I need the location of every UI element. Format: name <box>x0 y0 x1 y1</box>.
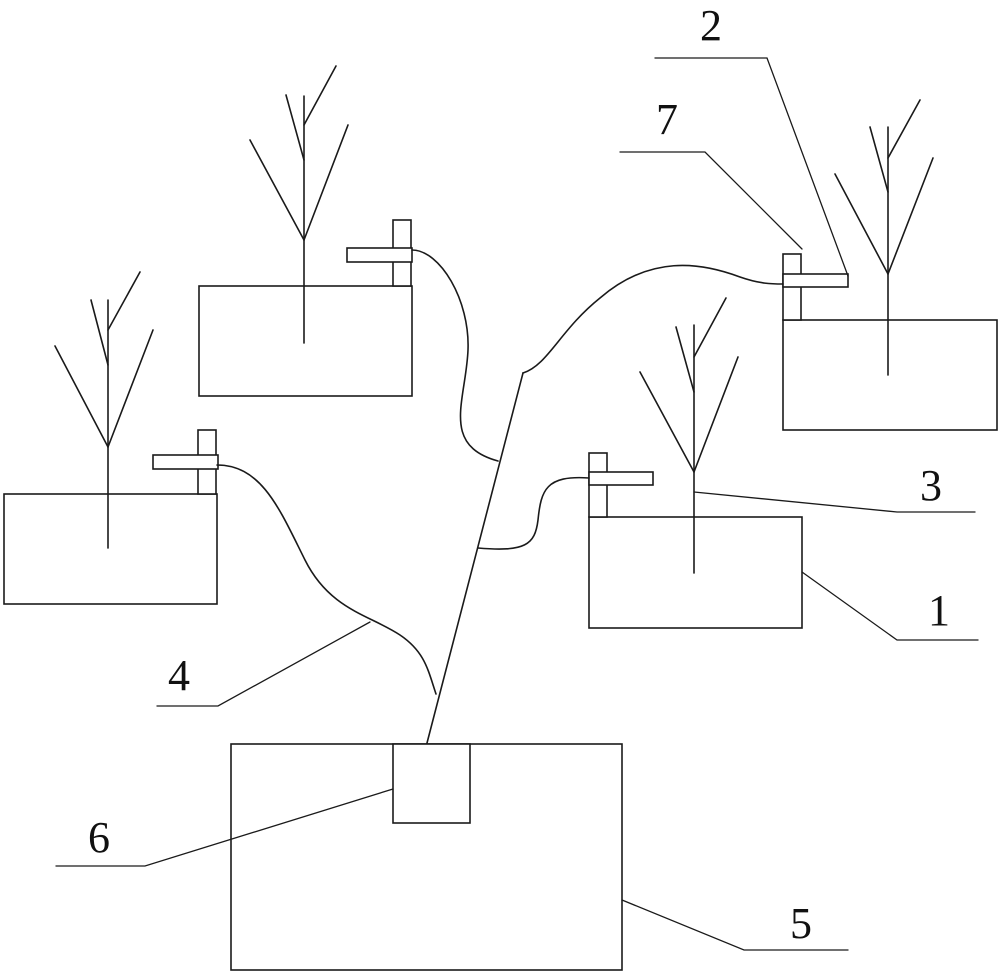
planter-pot-c <box>588 297 803 629</box>
planter-pot-b <box>3 271 219 605</box>
label-3: 3 <box>920 461 942 510</box>
plant-d <box>834 99 934 376</box>
sprinkler-head-c <box>588 452 654 518</box>
plant-a <box>249 65 349 344</box>
label-1: 1 <box>928 586 950 635</box>
planter-pot-d <box>782 99 998 431</box>
label-6: 6 <box>88 813 110 862</box>
leader-5 <box>621 899 849 951</box>
pump-unit <box>392 743 471 824</box>
pipe-network <box>216 249 784 744</box>
label-7: 7 <box>656 95 678 144</box>
leader-1 <box>801 571 979 641</box>
plant-b <box>54 271 154 549</box>
label-5: 5 <box>790 899 812 948</box>
plant-c <box>639 297 739 574</box>
leader-2 <box>654 57 849 277</box>
leader-3 <box>693 491 976 513</box>
sprinkler-head-a <box>346 219 413 287</box>
water-tank <box>230 743 623 971</box>
pipe-to-pot-c <box>477 476 590 550</box>
pipe-to-pot-a <box>411 249 499 462</box>
reference-numerals: 1 2 3 4 5 6 7 <box>88 1 950 948</box>
leader-7 <box>619 151 803 250</box>
label-2: 2 <box>700 1 722 50</box>
sprinkler-head-d <box>782 253 849 321</box>
planter-pot-a <box>198 65 413 397</box>
main-pipe <box>426 372 524 744</box>
label-4: 4 <box>168 651 190 700</box>
pipe-to-pot-b <box>216 464 437 695</box>
leader-lines <box>55 57 979 951</box>
leader-6 <box>55 788 394 867</box>
sprinkler-head-b <box>152 429 219 495</box>
leader-4 <box>156 621 371 707</box>
pipe-to-pot-d <box>522 264 784 374</box>
